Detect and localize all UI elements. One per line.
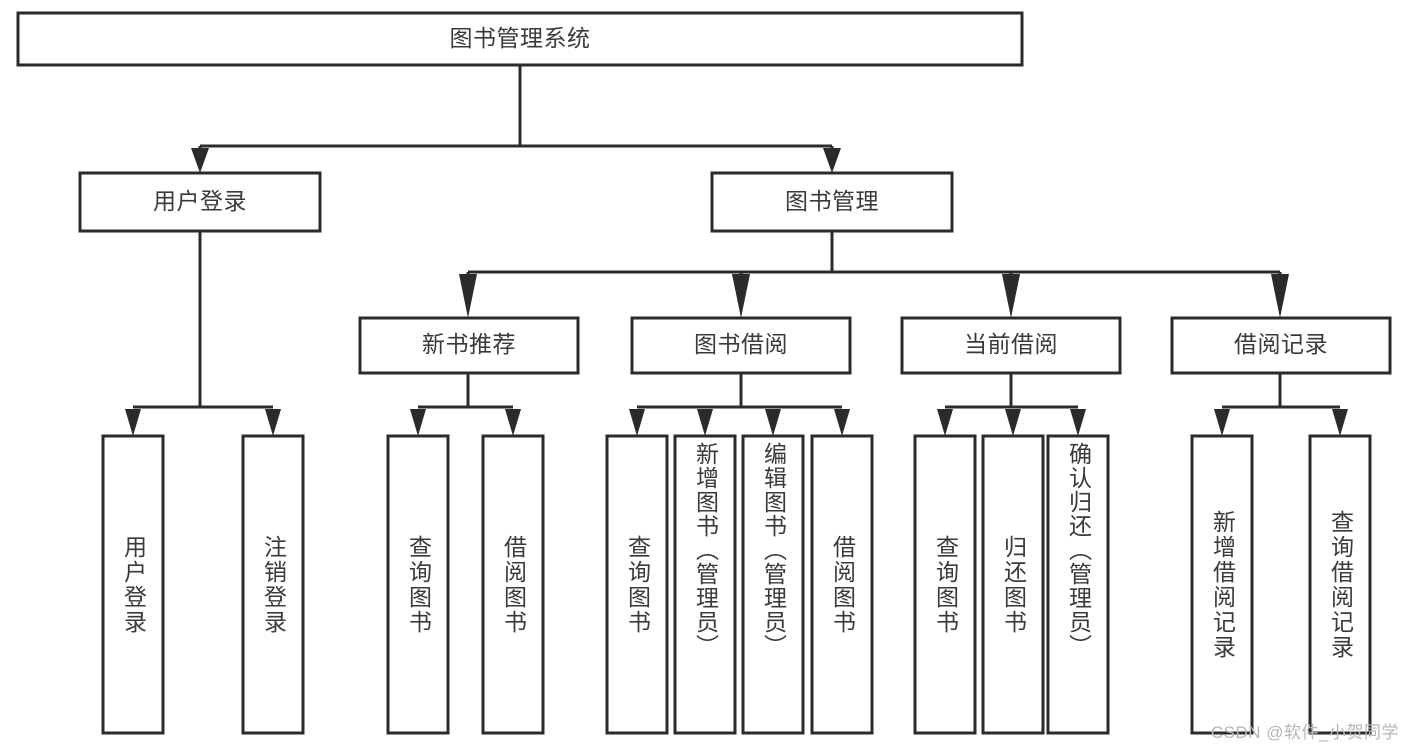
node-submodule-new-book-recommendation-box[interactable]	[358, 316, 580, 375]
arrow-head-book-borrow	[732, 274, 750, 318]
arrow-head-leaf-borrow-book-1	[505, 409, 521, 436]
arrow-head-leaf-return-book	[1005, 409, 1021, 436]
arrow-head-leaf-logout	[265, 409, 281, 436]
arrow-head-leaf-add-book	[697, 409, 713, 436]
node-leaf-borrow-book-2-box[interactable]	[810, 434, 874, 735]
node-module-book-management-label: 图书管理	[785, 188, 879, 214]
arrow-head-new-book-rec	[459, 274, 477, 318]
node-submodule-new-book-recommendation[interactable]: 新书推荐	[358, 316, 580, 375]
connector-group-user-login	[125, 231, 281, 436]
node-root-system-label: 图书管理系统	[450, 25, 591, 51]
node-module-book-management[interactable]: 图书管理	[710, 171, 954, 233]
connector-group-borrow-record	[1214, 373, 1348, 436]
connector-group-current-borrow	[937, 373, 1086, 436]
node-leaf-return-book-box[interactable]	[981, 434, 1045, 735]
node-module-user-login-label: 用户登录	[153, 188, 247, 214]
node-submodule-borrowing-record-label: 借阅记录	[1234, 331, 1328, 357]
arrow-head-leaf-add-record	[1214, 409, 1230, 436]
node-leaf-user-login-box[interactable]	[101, 434, 165, 735]
node-leaf-edit-book-box[interactable]	[741, 434, 805, 735]
node-submodule-book-borrowing[interactable]: 图书借阅	[630, 316, 852, 375]
connector-group-book-borrow	[629, 373, 850, 436]
arrow-head-borrow-record	[1271, 274, 1289, 318]
arrow-head-book-mgmt	[823, 148, 841, 173]
arrow-head-user-login	[191, 148, 209, 173]
connector-group-book-mgmt	[459, 231, 1289, 318]
node-leaf-confirm-return-box[interactable]	[1046, 434, 1110, 735]
node-submodule-current-borrowing-box[interactable]	[900, 316, 1122, 375]
arrow-head-leaf-confirm-return	[1070, 409, 1086, 436]
arrow-head-leaf-borrow-book-2	[834, 409, 850, 436]
node-submodule-borrowing-record-box[interactable]	[1170, 316, 1392, 375]
node-leaf-add-book-box[interactable]	[673, 434, 737, 735]
node-leaf-query-book-1-box[interactable]	[386, 434, 450, 735]
node-root-system-box[interactable]	[16, 11, 1024, 67]
node-submodule-current-borrowing-label: 当前借阅	[964, 331, 1058, 357]
node-submodule-current-borrowing[interactable]: 当前借阅	[900, 316, 1122, 375]
arrow-head-leaf-query-book-2	[629, 409, 645, 436]
node-leaf-add-record-box[interactable]	[1190, 434, 1254, 735]
csdn-watermark: CSDN @软件_小贺同学	[1210, 723, 1399, 742]
node-leaf-query-book-3-box[interactable]	[913, 434, 977, 735]
arrow-head-current-borrow	[1002, 274, 1020, 318]
node-root-system[interactable]: 图书管理系统	[16, 11, 1024, 67]
arrow-head-leaf-edit-book	[765, 409, 781, 436]
node-leaf-query-record-box[interactable]	[1308, 434, 1372, 735]
arrow-head-leaf-user-login	[125, 409, 141, 436]
arrow-head-leaf-query-record	[1332, 409, 1348, 436]
node-leaf-logout-box[interactable]	[241, 434, 305, 735]
node-leaf-query-book-2-box[interactable]	[605, 434, 669, 735]
node-submodule-new-book-recommendation-label: 新书推荐	[422, 331, 516, 357]
connector-group-root	[191, 65, 841, 173]
node-submodule-book-borrowing-label: 图书借阅	[694, 331, 788, 357]
arrow-head-leaf-query-book-3	[937, 409, 953, 436]
node-leaf-borrow-book-1-box[interactable]	[481, 434, 545, 735]
connector-group-new-book-rec	[410, 373, 521, 436]
arrow-head-leaf-query-book-1	[410, 409, 426, 436]
node-submodule-book-borrowing-box[interactable]	[630, 316, 852, 375]
leaf-box-group	[101, 434, 1372, 735]
node-submodule-borrowing-record[interactable]: 借阅记录	[1170, 316, 1392, 375]
node-module-user-login-box[interactable]	[78, 171, 322, 233]
node-module-user-login[interactable]: 用户登录	[78, 171, 322, 233]
node-module-book-management-box[interactable]	[710, 171, 954, 233]
